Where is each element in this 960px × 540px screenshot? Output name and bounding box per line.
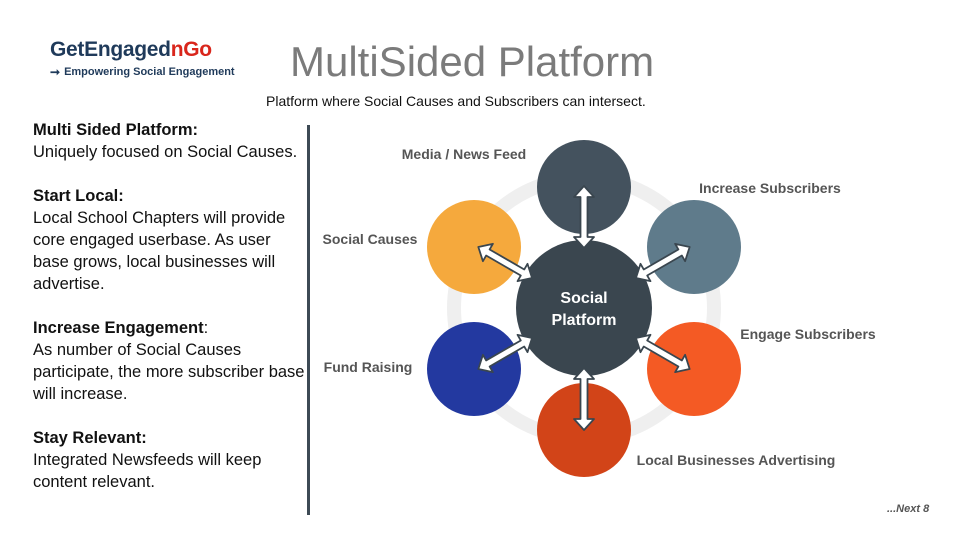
next-slide-indicator: ...Next 8 bbox=[887, 503, 930, 515]
node-social-causes bbox=[427, 200, 521, 294]
section-body: As number of Social Causes participate, … bbox=[33, 341, 305, 403]
section-increase-engagement: Increase Engagement: As number of Social… bbox=[33, 317, 305, 405]
double-arrow-icon-local-businesses-advertising bbox=[573, 367, 595, 431]
connector-arrows bbox=[477, 185, 691, 431]
node-engage-subscribers bbox=[647, 322, 741, 416]
section-multi-sided-platform: Multi Sided Platform: Uniquely focused o… bbox=[33, 119, 305, 163]
logo-tagline: ➞Empowering Social Engagement bbox=[50, 65, 250, 79]
double-arrow-icon-media-news-feed bbox=[573, 185, 595, 249]
center-label-line2: Platform bbox=[552, 312, 617, 329]
section-stay-relevant: Stay Relevant: Integrated Newsfeeds will… bbox=[33, 427, 305, 493]
node-increase-subscribers bbox=[647, 200, 741, 294]
double-arrow-icon-social-causes bbox=[477, 242, 533, 283]
arrow-right-icon: ➞ bbox=[50, 65, 61, 79]
double-arrow-icon-increase-subscribers bbox=[635, 242, 691, 283]
section-heading: Stay Relevant: bbox=[33, 429, 147, 447]
section-body: Local School Chapters will provide core … bbox=[33, 209, 286, 293]
node-label-fund-raising: Fund Raising bbox=[324, 359, 413, 375]
vertical-divider bbox=[307, 125, 310, 515]
section-body: Integrated Newsfeeds will keep content r… bbox=[33, 451, 262, 491]
double-arrow-icon-engage-subscribers bbox=[635, 333, 691, 374]
double-arrow-icon-fund-raising bbox=[477, 333, 533, 374]
logo-wordmark-part1: GetEngaged bbox=[50, 38, 171, 61]
node-label-media-news-feed: Media / News Feed bbox=[402, 146, 526, 162]
node-label-increase-subscribers: Increase Subscribers bbox=[699, 180, 841, 196]
logo-wordmark: GetEngagednGo bbox=[50, 38, 250, 62]
center-node bbox=[516, 240, 652, 376]
section-heading-line: Increase Engagement: bbox=[33, 317, 305, 339]
page-subtitle: Platform where Social Causes and Subscri… bbox=[266, 93, 646, 109]
section-body: Uniquely focused on Social Causes. bbox=[33, 143, 298, 161]
section-heading: Increase Engagement bbox=[33, 319, 204, 337]
center-label-line1: Social bbox=[560, 290, 607, 307]
section-heading: Start Local: bbox=[33, 187, 124, 205]
node-label-local-businesses-advertising: Local Businesses Advertising bbox=[637, 452, 836, 468]
section-heading-suffix: : bbox=[203, 319, 209, 337]
section-heading: Multi Sided Platform: bbox=[33, 121, 198, 139]
node-label-engage-subscribers: Engage Subscribers bbox=[740, 326, 876, 342]
page-title: MultiSided Platform bbox=[290, 38, 655, 85]
node-fund-raising bbox=[427, 322, 521, 416]
node-label-social-causes: Social Causes bbox=[323, 231, 418, 247]
description-panel: Multi Sided Platform: Uniquely focused o… bbox=[33, 119, 305, 515]
logo: GetEngagednGo ➞Empowering Social Engagem… bbox=[50, 38, 250, 79]
logo-wordmark-part2: nGo bbox=[170, 38, 212, 61]
section-start-local: Start Local: Local School Chapters will … bbox=[33, 185, 305, 295]
logo-tagline-text: Empowering Social Engagement bbox=[64, 66, 235, 78]
